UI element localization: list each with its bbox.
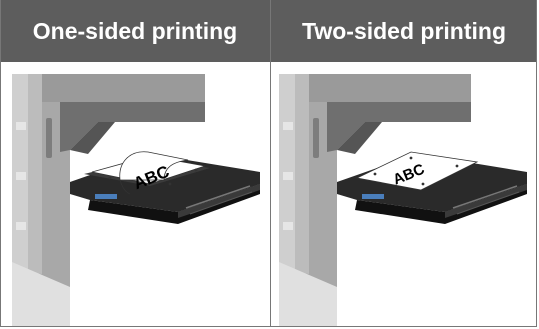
column-divider — [270, 0, 271, 327]
header-one-sided: One-sided printing — [0, 0, 270, 62]
printer-tray-two-sided-image: ABC — [271, 62, 537, 327]
header-two-sided: Two-sided printing — [271, 0, 537, 62]
printer-tray-one-sided-image: ABC — [0, 62, 270, 327]
